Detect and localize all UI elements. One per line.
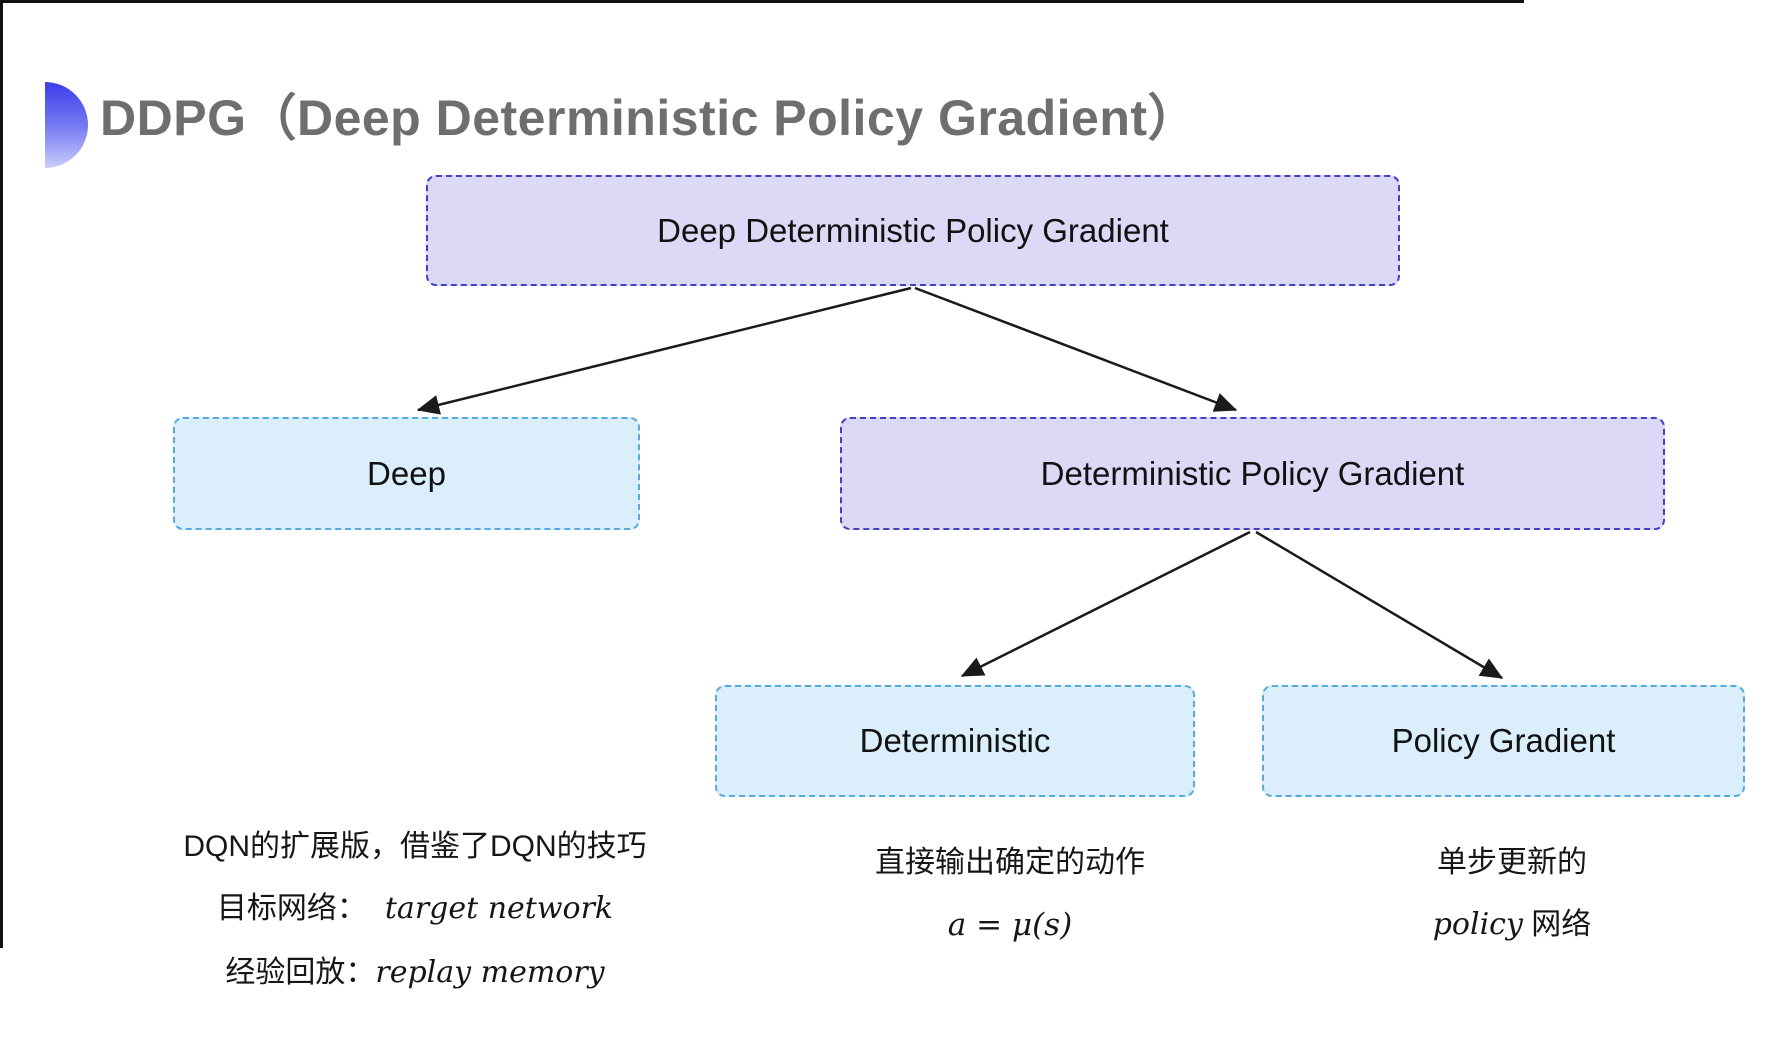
note-deterministic-line1: 直接输出确定的动作 <box>875 846 1145 879</box>
node-deep: Deep <box>173 417 640 530</box>
screenshot-left-edge <box>0 0 3 948</box>
note-deep: DQN的扩展版，借鉴了DQN的技巧 目标网络：target network 经验… <box>110 830 720 991</box>
note-policy-gradient-line1: 单步更新的 <box>1437 846 1587 879</box>
node-deterministic-policy-gradient: Deterministic Policy Gradient <box>840 417 1665 530</box>
slide-title: DDPG（Deep Deterministic Policy Gradient） <box>100 90 1199 146</box>
node-label: Deep <box>367 454 446 492</box>
note-deep-line2: 目标网络：target network <box>216 891 614 926</box>
note-policy-gradient-line2: policy 网络 <box>1432 907 1592 942</box>
node-label: Deterministic Policy Gradient <box>1040 454 1465 492</box>
note-deep-line3: 经验回放：replay memory <box>225 955 605 990</box>
node-policy-gradient: Policy Gradient <box>1262 685 1745 797</box>
node-deterministic: Deterministic <box>715 685 1195 797</box>
note-deep-line1: DQN的扩展版，借鉴了DQN的技巧 <box>183 830 647 863</box>
node-label: Deterministic <box>859 722 1051 759</box>
screenshot-top-edge <box>0 0 1524 3</box>
note-deterministic: 直接输出确定的动作 a = μ(s) <box>770 846 1250 944</box>
node-deep-deterministic-policy-gradient: Deep Deterministic Policy Gradient <box>426 175 1400 286</box>
note-deterministic-formula: a = μ(s) <box>947 907 1073 943</box>
node-label: Deep Deterministic Policy Gradient <box>657 211 1169 249</box>
note-policy-gradient: 单步更新的 policy 网络 <box>1312 846 1712 943</box>
node-label: Policy Gradient <box>1391 722 1616 759</box>
slide-bullet-icon <box>45 82 88 168</box>
